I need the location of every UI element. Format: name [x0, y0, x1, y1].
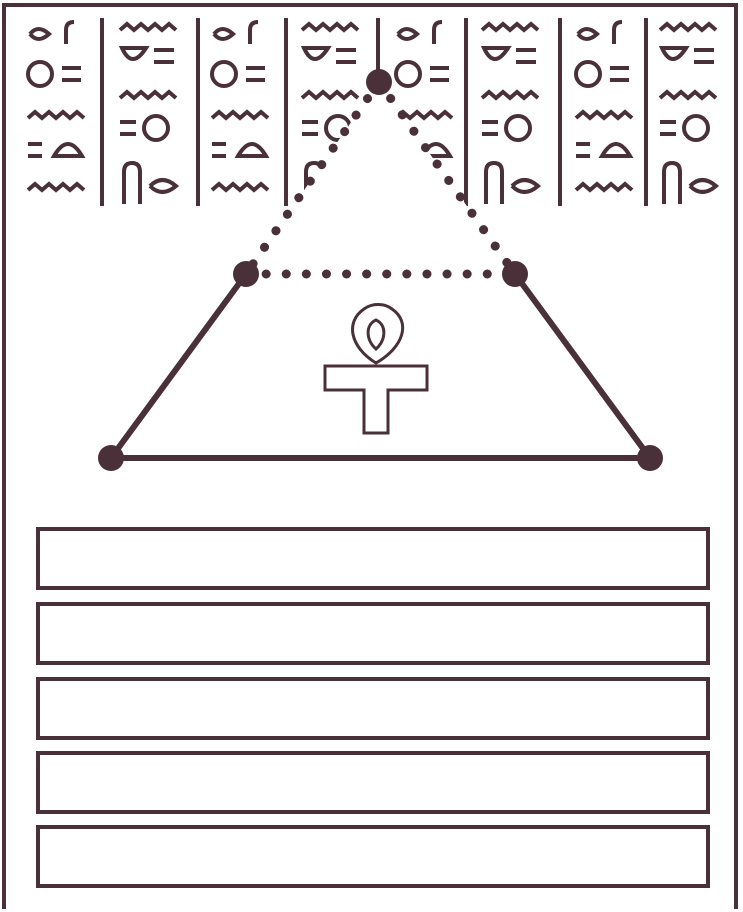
answer-box[interactable] — [36, 751, 710, 814]
answer-box[interactable] — [36, 677, 710, 740]
hieroglyph-panel — [482, 24, 538, 204]
answer-box[interactable] — [36, 527, 710, 590]
hieroglyph-panel — [120, 24, 176, 204]
apex-vertex — [366, 69, 392, 95]
hieroglyph-panel — [212, 22, 268, 190]
middle-left-vertex — [233, 261, 259, 287]
base-right-vertex — [637, 445, 663, 471]
hieroglyph-panel — [660, 24, 716, 204]
hieroglyph-panel — [28, 22, 84, 190]
answer-box[interactable] — [36, 825, 710, 888]
hieroglyph-panel — [576, 22, 632, 190]
middle-right-vertex — [502, 261, 528, 287]
answer-box[interactable] — [36, 602, 710, 665]
base-left-vertex — [98, 445, 124, 471]
